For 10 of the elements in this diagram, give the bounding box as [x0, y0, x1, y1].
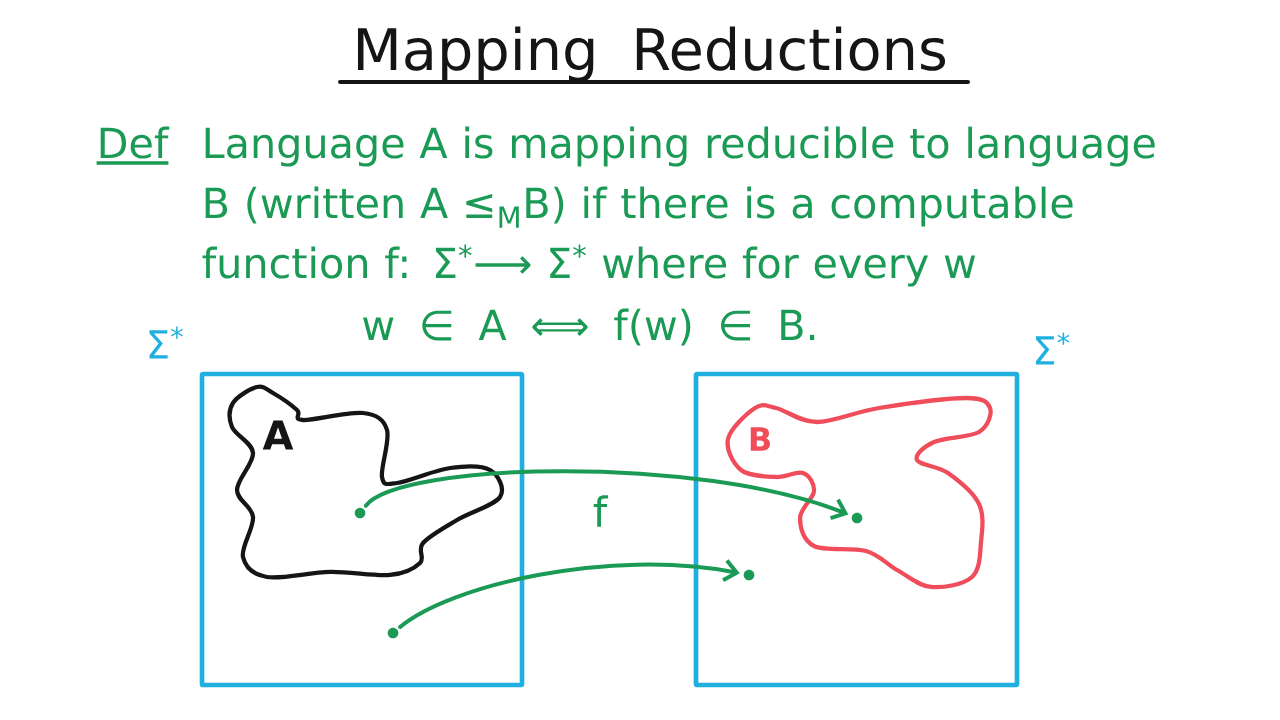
title: Mapping Reductions: [357, 26, 946, 82]
arrow: [363, 469, 849, 521]
blob-region: A: [227, 384, 505, 580]
edge-label: f: [591, 493, 609, 529]
box-label: Σ$^{*}$: [1036, 332, 1070, 365]
blob-region: B: [725, 395, 993, 590]
arrow: [398, 559, 740, 629]
formula: w ∈ A ⟺ f(w) ∈ B.: [363, 308, 815, 346]
box-label: Σ$^{*}$: [149, 326, 183, 359]
definition-label: Def: [96, 126, 170, 165]
